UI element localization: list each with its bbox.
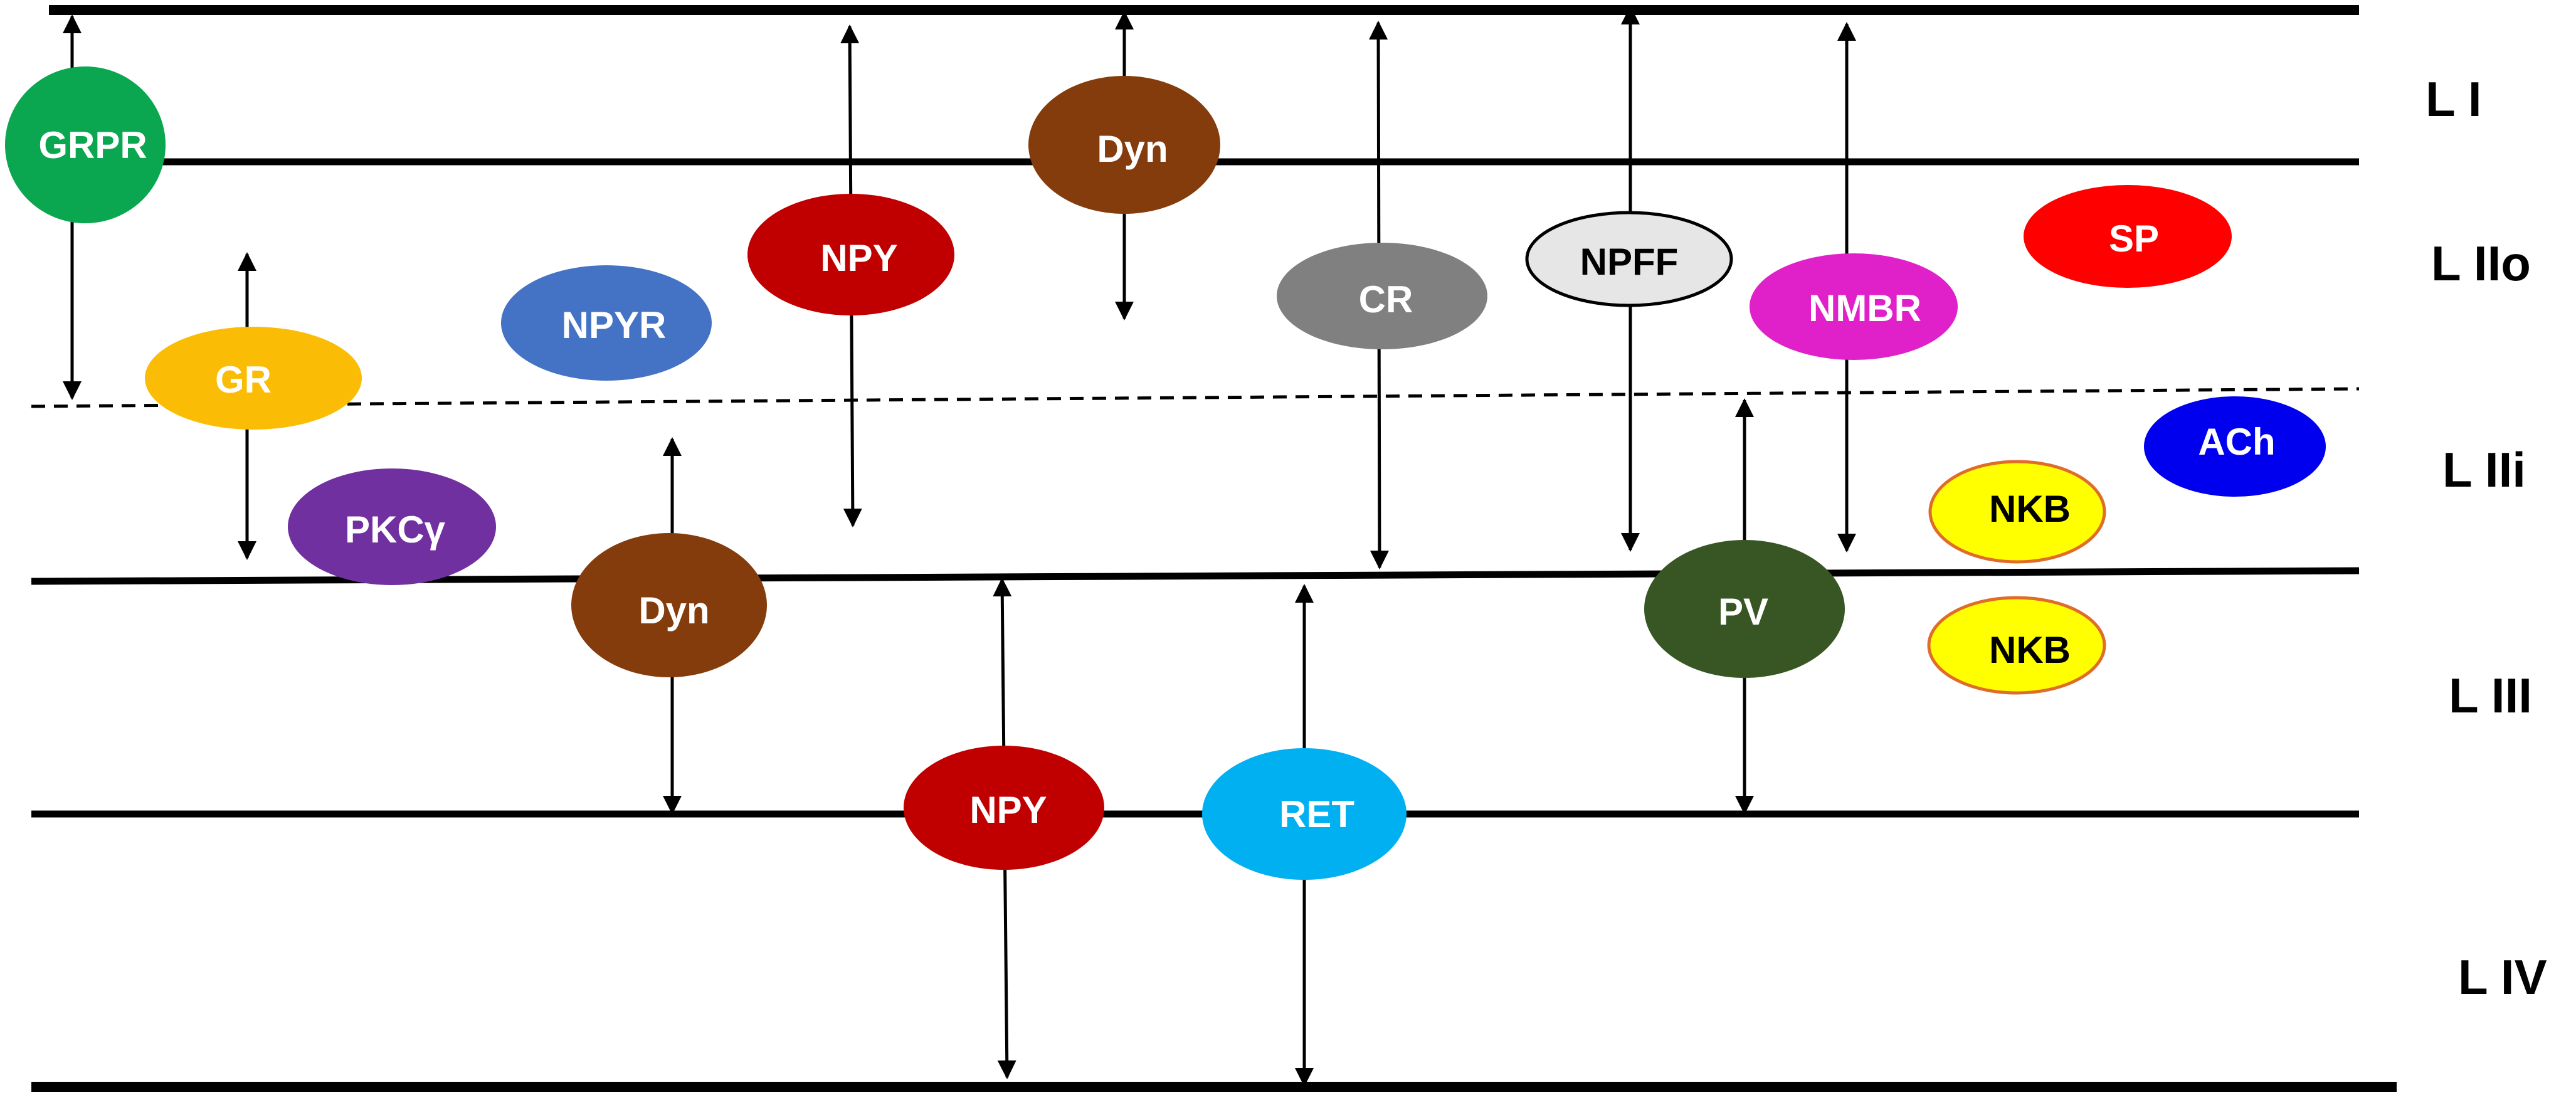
layer-label-l3: L III xyxy=(2449,668,2532,723)
node-nkb-lower-label: NKB xyxy=(1989,629,2071,671)
node-npy-upper: NPY xyxy=(747,194,954,315)
node-grpr-shape xyxy=(5,66,166,223)
node-nkb-lower-shape xyxy=(1927,596,2106,695)
node-npff-label: NPFF xyxy=(1580,241,1679,283)
node-npy-upper-label: NPY xyxy=(820,237,897,279)
node-npy-lower-shape xyxy=(904,746,1104,870)
node-nkb-lower: NKB xyxy=(1927,596,2106,695)
node-gr: GR xyxy=(145,327,362,430)
node-ach-shape xyxy=(2144,396,2326,497)
node-cr: CR xyxy=(1277,243,1487,349)
node-npy-lower-label: NPY xyxy=(969,789,1047,831)
node-npy-lower: NPY xyxy=(904,746,1104,870)
node-pkcg: PKCγ xyxy=(288,468,496,585)
node-dyn-lower-label: Dyn xyxy=(638,590,709,632)
node-npyr: NPYR xyxy=(501,265,712,381)
node-pv-label: PV xyxy=(1718,591,1768,633)
node-ret-shape xyxy=(1202,748,1407,880)
node-nkb-upper-shape xyxy=(1928,460,2106,564)
node-dyn-upper-label: Dyn xyxy=(1097,128,1168,170)
node-ret: RET xyxy=(1202,748,1407,880)
boundary-line-l2o-l2i-dashed xyxy=(31,387,2360,408)
node-cr-shape xyxy=(1277,243,1487,349)
node-dyn-lower: Dyn xyxy=(571,533,767,677)
node-nmbr: NMBR xyxy=(1750,253,1958,360)
node-pkcg-shape xyxy=(288,468,496,585)
node-nkb-upper-label: NKB xyxy=(1989,488,2071,530)
node-pv: PV xyxy=(1644,540,1845,678)
node-dyn-lower-shape xyxy=(571,533,767,677)
layer-label-l1: L I xyxy=(2426,71,2482,127)
node-dyn-upper-shape xyxy=(1028,76,1220,214)
node-cr-label: CR xyxy=(1359,278,1413,320)
layer-label-l2o: L IIo xyxy=(2431,236,2531,291)
node-sp: SP xyxy=(2024,185,2232,288)
node-npyr-label: NPYR xyxy=(562,304,667,346)
node-nkb-upper: NKB xyxy=(1928,460,2106,564)
node-ach-label: ACh xyxy=(2198,421,2275,463)
node-grpr: GRPR xyxy=(5,66,166,223)
node-nmbr-label: NMBR xyxy=(1808,287,1921,329)
node-gr-label: GR xyxy=(215,359,272,401)
node-npyr-shape xyxy=(501,265,712,381)
node-dyn-upper: Dyn xyxy=(1028,76,1220,214)
node-ach: ACh xyxy=(2144,396,2326,497)
node-pkcg-label: PKCγ xyxy=(345,509,446,551)
node-npff: NPFF xyxy=(1525,211,1733,307)
node-ret-label: RET xyxy=(1279,793,1354,835)
node-npy-upper-shape xyxy=(747,194,954,315)
node-pv-shape xyxy=(1644,540,1845,678)
node-gr-shape xyxy=(145,327,362,430)
layer-label-l4: L IV xyxy=(2458,949,2547,1005)
node-npff-shape xyxy=(1525,211,1733,307)
node-nmbr-shape xyxy=(1750,253,1958,360)
node-sp-label: SP xyxy=(2109,218,2159,260)
node-grpr-label: GRPR xyxy=(38,124,147,166)
layer-label-l2i: L IIi xyxy=(2442,442,2526,497)
node-sp-shape xyxy=(2024,185,2232,288)
